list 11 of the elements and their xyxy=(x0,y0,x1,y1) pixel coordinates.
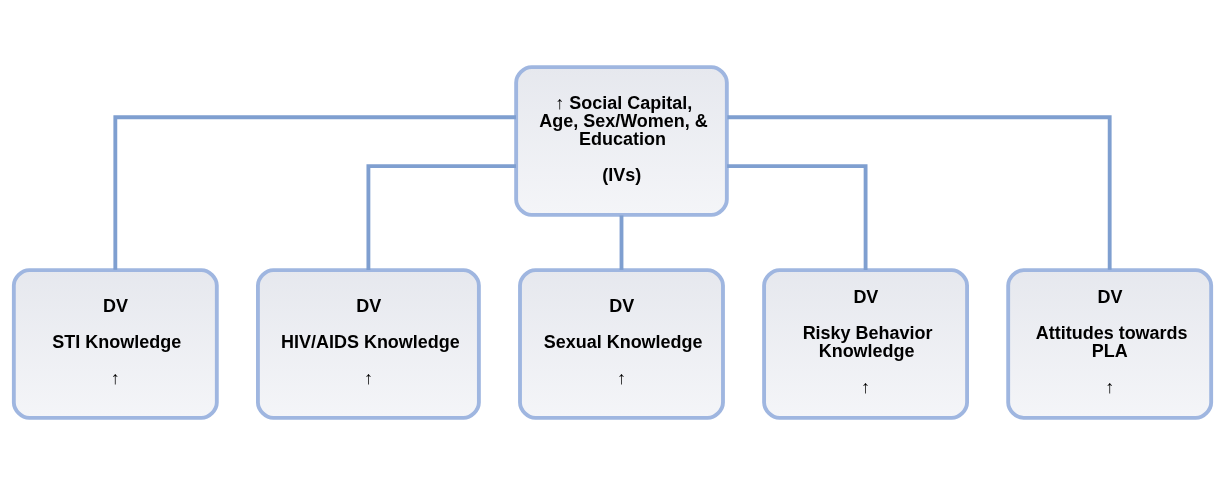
node-box: DV Attitudes towards PLA ↑ xyxy=(1006,268,1214,420)
node-box: DV Risky Behavior Knowledge ↑ xyxy=(762,268,969,420)
connector xyxy=(727,115,1112,270)
node-box: DV STI Knowledge ↑ xyxy=(11,268,219,420)
connector xyxy=(619,215,624,270)
node-box: DV Sexual Knowledge ↑ xyxy=(518,268,725,420)
connector xyxy=(366,164,516,271)
node-box: ↑ Social Capital, Age, Sex/Women, & Education (IVs) xyxy=(514,65,729,217)
connector xyxy=(727,164,868,271)
node-box: DV HIV/AIDS Knowledge ↑ xyxy=(256,268,481,420)
connector xyxy=(113,115,516,270)
